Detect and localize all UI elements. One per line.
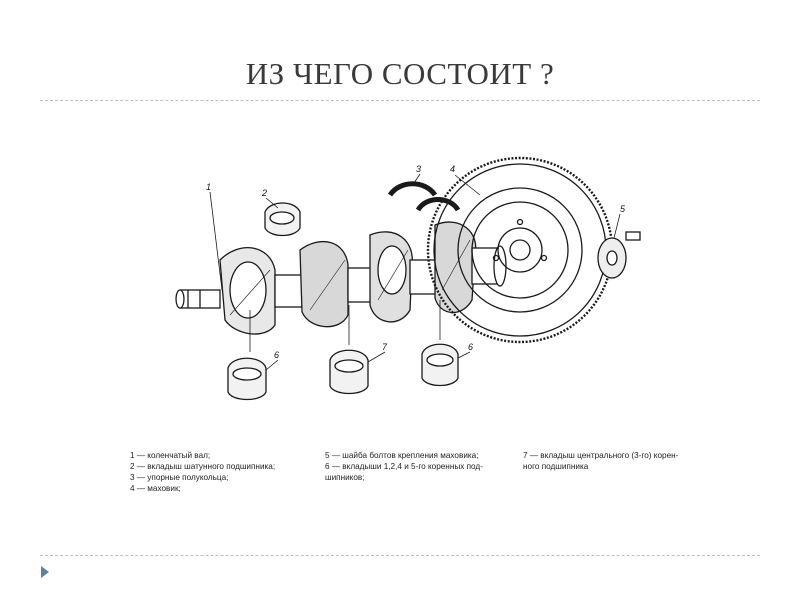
callout-6-right: 6 [468,342,473,352]
legend-item: ного подшипника [523,462,589,471]
slide-title: ИЗ ЧЕГО СОСТОИТ ? [245,56,555,91]
legend-item: 4 — маховик; [130,484,181,493]
callout-4: 4 [450,164,455,174]
legend-item: 2 — вкладыш шатунного подшипника; [130,462,276,471]
legend-item: шипников; [325,473,365,482]
callout-3: 3 [416,164,421,174]
main-bearing-shell-left [227,357,267,401]
legend-item: 5 — шайба болтов крепления маховика; [325,451,479,460]
triangle-bullet-icon [40,564,50,583]
footer-divider [40,555,760,556]
leader-lines [209,173,621,371]
callout-2: 2 [261,188,267,198]
legend-column-2: 5 — шайба болтов крепления маховика; 6 —… [325,450,515,483]
callout-1: 1 [206,182,211,192]
callout-5: 5 [620,204,626,214]
conrod-bearing-shell [264,202,301,237]
callout-7: 7 [382,342,388,352]
legend-item: 1 — коленчатый вал; [130,451,211,460]
crankshaft [175,221,507,335]
crankshaft-exploded-diagram: 1 2 3 4 5 6 7 6 [175,156,641,401]
title-divider [40,100,760,101]
legend-column-1: 1 — коленчатый вал; 2 — вкладыш шатунног… [130,450,320,494]
main-bearing-shell-center [329,349,369,395]
flywheel-bolt-washer [597,231,641,279]
main-bearing-shell-right [421,343,459,387]
thrust-half-rings [387,181,461,212]
callout-6-left: 6 [274,350,279,360]
legend-column-3: 7 — вкладыш центрального (3-го) корен- н… [523,450,713,472]
legend-item: 7 — вкладыш центрального (3-го) корен- [523,451,679,460]
legend-item: 3 — упорные полукольца; [130,473,229,482]
legend-item: 6 — вкладыши 1,2,4 и 5-го коренных под- [325,462,483,471]
